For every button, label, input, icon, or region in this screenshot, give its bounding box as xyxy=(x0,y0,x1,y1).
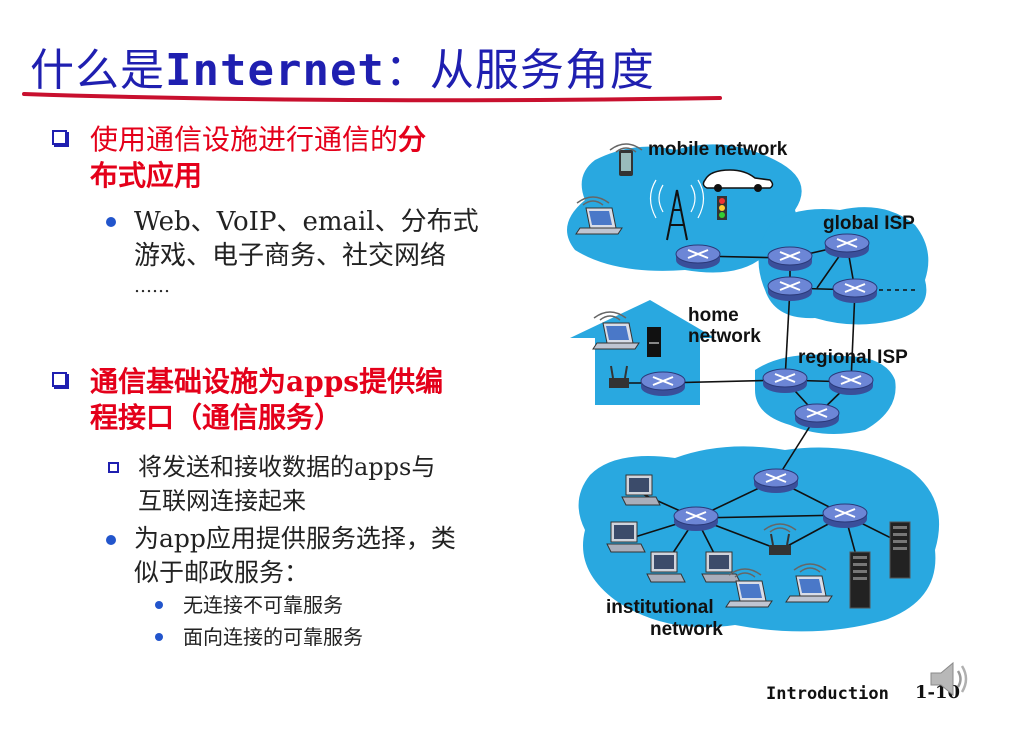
speaker-icon[interactable] xyxy=(925,655,973,703)
square-bullet-icon xyxy=(52,372,69,389)
bullet-text: 通信基础设施为apps提供编 xyxy=(90,365,444,398)
square-bullet-icon xyxy=(108,462,119,473)
dot-bullet-icon xyxy=(155,601,163,609)
label-institutional-network-2: network xyxy=(650,619,723,640)
page-title: 什么是Internet：从服务角度 xyxy=(30,34,655,98)
title-suffix: ：从服务角度 xyxy=(384,45,655,96)
label-home-network-2: network xyxy=(688,326,761,347)
sub-bullet-line: 游戏、电子商务、社交网络 xyxy=(134,241,447,271)
bullet-text-line2: 布式应用 xyxy=(90,159,203,192)
bullet-text: 使用通信设施进行通信的 xyxy=(90,123,399,156)
dot-bullet-icon xyxy=(106,217,116,227)
label-regional-isp: regional ISP xyxy=(798,347,908,368)
dot-bullet-icon xyxy=(106,535,116,545)
label-home-network-1: home xyxy=(688,305,739,326)
sub-bullet-connect-apps: 将发送和接收数据的apps与 互联网连接起来 xyxy=(138,450,435,518)
sub-bullet-line: 将发送和接收数据的apps与 xyxy=(138,453,436,481)
internet-network-diagram: mobile network global ISP home network r… xyxy=(555,130,975,650)
network-diagram-graphic xyxy=(567,143,940,632)
label-global-isp: global ISP xyxy=(823,213,915,234)
sub-sub-bullet-connection-oriented: 面向连接的可靠服务 xyxy=(183,625,363,649)
sub-bullet-line: 为app应用提供服务选择，类 xyxy=(134,524,456,553)
footer-label: Introduction xyxy=(766,684,889,704)
sub-bullet-line: 互联网连接起来 xyxy=(138,487,306,515)
bullet-distributed-apps: 使用通信设施进行通信的分 布式应用 xyxy=(52,122,427,194)
title-prefix: 什么是 xyxy=(30,45,165,96)
title-underline xyxy=(22,92,722,103)
sub-bullet-apps-examples: Web、VoIP、email、分布式 游戏、电子商务、社交网络 …… xyxy=(134,205,479,301)
label-mobile-network: mobile network xyxy=(648,139,788,160)
square-bullet-icon xyxy=(52,130,69,147)
bullet-infrastructure: 通信基础设施为apps提供编 程接口（通信服务） xyxy=(52,364,444,436)
title-latin: Internet xyxy=(165,45,385,96)
ellipsis: …… xyxy=(134,276,170,297)
label-institutional-network-1: institutional xyxy=(606,597,714,618)
dot-bullet-icon xyxy=(155,633,163,641)
bullet-text-bold: 分 xyxy=(398,123,427,156)
sub-bullet-service-choice: 为app应用提供服务选择，类 似于邮政服务： xyxy=(134,522,456,590)
sub-sub-bullet-connectionless: 无连接不可靠服务 xyxy=(183,593,343,617)
bullet-text-line2: 程接口（通信服务） xyxy=(90,401,343,434)
sub-bullet-line: Web、VoIP、email、分布式 xyxy=(134,207,479,237)
sub-bullet-line: 似于邮政服务： xyxy=(134,558,310,587)
